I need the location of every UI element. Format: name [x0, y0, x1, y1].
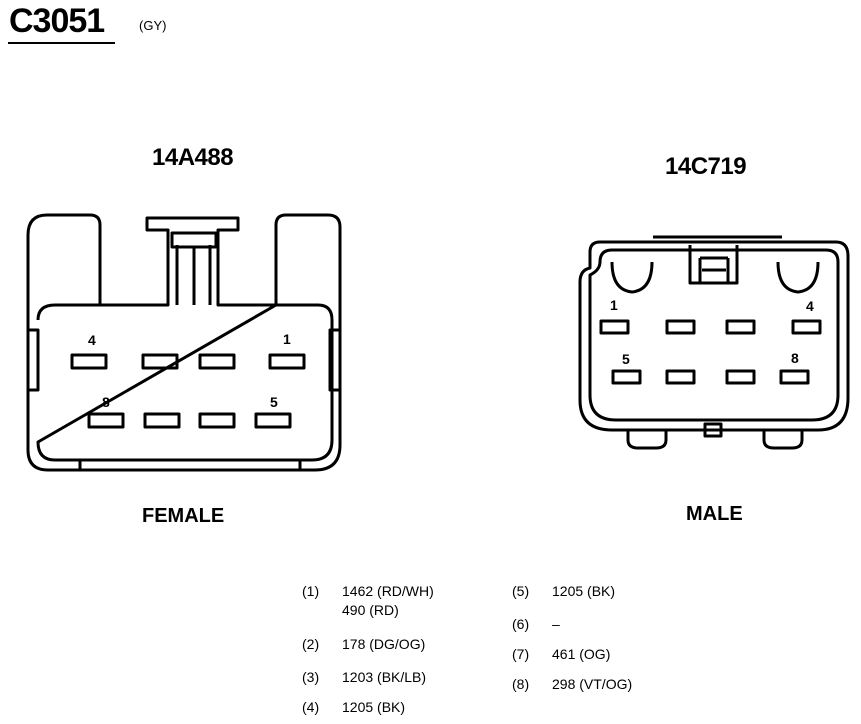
legend-circuit: 490 (RD)	[342, 602, 399, 618]
male-pin-8	[779, 369, 810, 385]
female-pin-3	[141, 353, 179, 370]
male-latch	[653, 235, 782, 285]
connector-id: C3051	[9, 2, 105, 40]
legend-number: (4)	[302, 699, 320, 715]
legend-number: (6)	[512, 616, 530, 632]
female-pin-label-5: 5	[270, 394, 278, 410]
male-pin-1	[599, 319, 630, 335]
legend-circuit: 298 (VT/OG)	[552, 676, 633, 692]
female-pin-label-8: 8	[102, 394, 110, 410]
male-bump-left	[610, 261, 654, 294]
male-label: MALE	[686, 503, 743, 525]
male-part-number: 14C719	[665, 153, 747, 180]
legend-circuit: 1203 (BK/LB)	[342, 669, 427, 685]
male-foot-center	[703, 422, 723, 438]
female-body-line	[36, 303, 334, 462]
legend-number: (2)	[302, 636, 320, 652]
male-foot-right	[762, 430, 804, 450]
male-pin-label-4: 4	[806, 298, 814, 314]
legend-number: (1)	[302, 583, 320, 599]
male-pin-label-8: 8	[791, 350, 799, 366]
female-bottom-step	[78, 460, 302, 470]
male-pin-6	[665, 369, 696, 385]
legend-circuit: 1205 (BK)	[342, 699, 406, 715]
male-pin-2	[665, 319, 696, 335]
female-connector	[26, 213, 342, 472]
female-pin-label-4: 4	[88, 332, 96, 348]
male-pin-label-5: 5	[622, 351, 630, 367]
legend-number: (8)	[512, 676, 530, 692]
female-pin-6	[198, 412, 236, 429]
male-connector	[578, 235, 850, 450]
legend-number: (5)	[512, 583, 530, 599]
legend-circuit: 178 (DG/OG)	[342, 636, 426, 652]
female-housing-outline	[26, 213, 342, 472]
female-part-number: 14A488	[152, 144, 234, 171]
female-side-tab-left	[26, 328, 40, 392]
legend-number: (3)	[302, 669, 320, 685]
female-pin-7	[143, 412, 181, 429]
male-bump-right	[776, 261, 820, 294]
male-pin-3	[725, 319, 756, 335]
legend-circuit: 461 (OG)	[552, 646, 611, 662]
male-foot-left	[626, 430, 668, 450]
male-pin-5	[611, 369, 642, 385]
male-pin-label-1: 1	[610, 297, 618, 313]
pinout-legend: (1) 1462 (RD/WH) 490 (RD) (2) 178 (DG/OG…	[302, 583, 722, 723]
female-pin-4	[70, 353, 108, 370]
female-side-tab-right	[328, 328, 342, 392]
female-pin-label-1: 1	[283, 331, 291, 347]
legend-circuit: –	[552, 616, 560, 632]
male-inner-outline	[588, 248, 840, 422]
male-pin-7	[725, 369, 756, 385]
male-housing-outline	[578, 240, 850, 432]
female-pin-1	[268, 353, 306, 370]
female-latch-cap	[170, 231, 218, 249]
female-pin-5	[254, 412, 292, 429]
connector-id-underline	[8, 42, 115, 44]
female-label: FEMALE	[142, 505, 225, 527]
male-pin-4	[791, 319, 822, 335]
female-pin-8	[87, 412, 125, 429]
legend-circuit: 1205 (BK)	[552, 583, 616, 599]
connector-color: (GY)	[139, 18, 167, 33]
female-pin-2	[198, 353, 236, 370]
legend-number: (7)	[512, 646, 530, 662]
legend-circuit: 1462 (RD/WH)	[342, 583, 434, 599]
